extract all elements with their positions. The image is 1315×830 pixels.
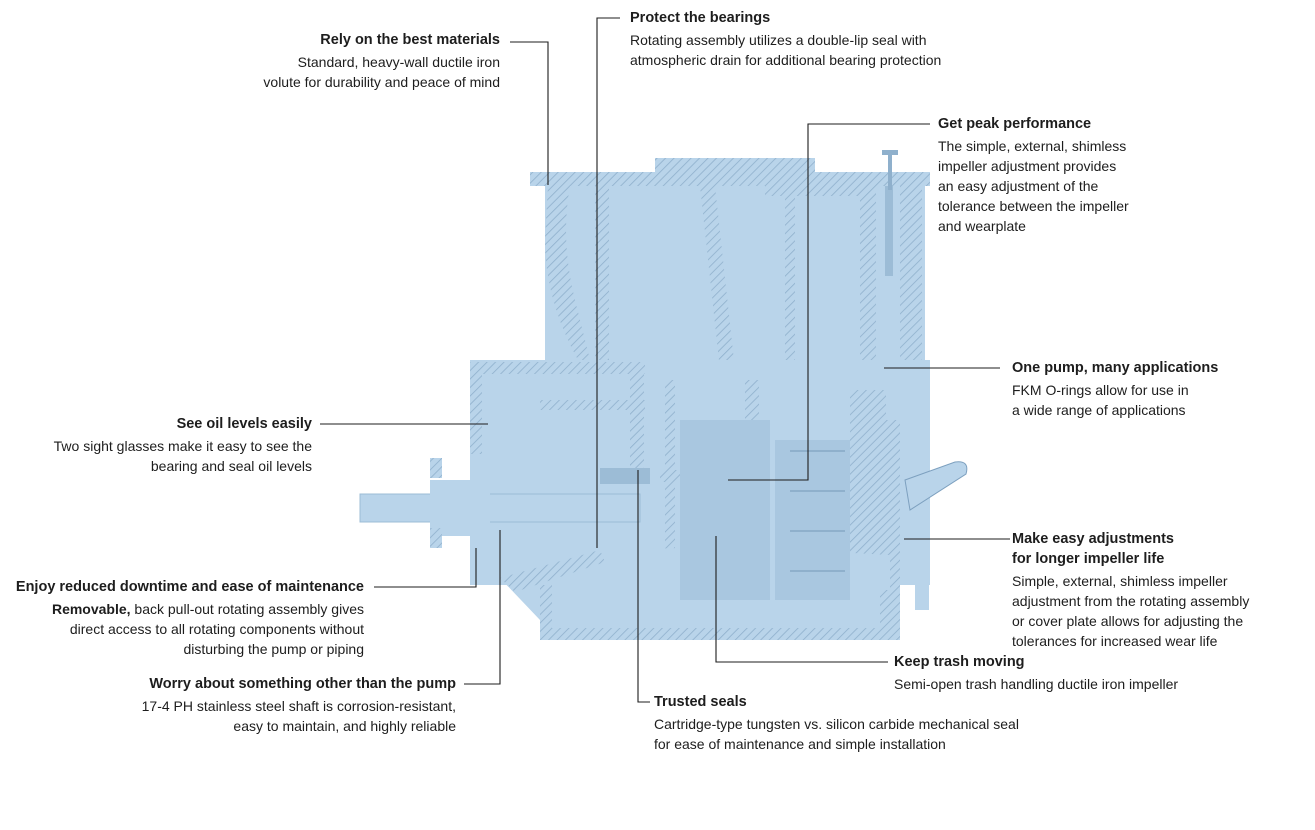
leader-bearings [596,17,620,548]
annotation-trash: Keep trash moving Semi-open trash handli… [894,652,1274,694]
annotation-bearings-desc: Rotating assembly utilizes a double-lip … [630,32,942,68]
annotation-performance-title: Get peak performance [938,116,1092,132]
discharge-pipe [904,461,968,511]
annotation-trash-desc: Semi-open trash handling ductile iron im… [894,676,1179,692]
annotation-trash-title: Keep trash moving [894,654,1025,670]
leader-worry [464,530,501,685]
annotation-seals-desc: Cartridge-type tungsten vs. silicon carb… [654,716,1019,752]
annotation-downtime-desc: Removable, back pull-out rotating assemb… [0,599,364,659]
pump-top-flange [655,158,815,174]
annotation-worry-title: Worry about something other than the pum… [149,676,456,692]
annotation-worry-desc: 17-4 PH stainless steel shaft is corrosi… [141,698,456,734]
leader-performance [728,123,930,481]
leader-trash [715,536,888,663]
annotation-bearings-title: Protect the bearings [630,10,771,26]
annotation-seals-title: Trusted seals [654,694,747,710]
annotation-bearings: Protect the bearings Rotating assembly u… [630,8,1030,70]
annotation-adjustments-desc: Simple, external, shimless impeller adju… [1012,573,1250,649]
annotation-downtime: Enjoy reduced downtime and ease of maint… [0,577,364,659]
leader-downtime [374,548,477,588]
annotation-applications-desc: FKM O-rings allow for use in a wide rang… [1012,382,1189,418]
leader-lines [320,17,1010,703]
annotation-oil-title: See oil levels easily [176,416,312,432]
annotation-applications-title: One pump, many applications [1012,360,1219,376]
volute-wall-left [545,186,590,360]
annotation-materials-title: Rely on the best materials [320,32,500,48]
annotation-adjustments: Make easy adjustments for longer impelle… [1012,529,1312,651]
adjuster-bolt [888,150,892,190]
leader-materials [510,41,549,185]
annotation-materials-desc: Standard, heavy-wall ductile iron volute… [263,54,500,90]
annotation-worry: Worry about something other than the pum… [60,674,456,736]
annotation-materials: Rely on the best materials Standard, hea… [170,30,500,92]
annotation-adjustments-title: Make easy adjustments for longer impelle… [1012,531,1174,567]
annotation-oil: See oil levels easily Two sight glasses … [0,414,312,476]
annotation-downtime-title: Enjoy reduced downtime and ease of maint… [15,579,364,595]
annotation-downtime-desc-text: back pull-out rotating assembly gives di… [69,601,364,657]
annotation-downtime-desc-bold: Removable, [51,601,131,617]
annotation-oil-desc: Two sight glasses make it easy to see th… [53,438,312,474]
pump-body [359,150,968,640]
annotation-applications: One pump, many applications FKM O-rings … [1012,358,1272,420]
leader-seals [637,470,650,703]
annotation-performance: Get peak performance The simple, externa… [938,114,1198,236]
annotation-seals: Trusted seals Cartridge-type tungsten vs… [654,692,1124,754]
annotation-performance-desc: The simple, external, shimless impeller … [938,138,1129,234]
pump-shaft [359,493,641,523]
